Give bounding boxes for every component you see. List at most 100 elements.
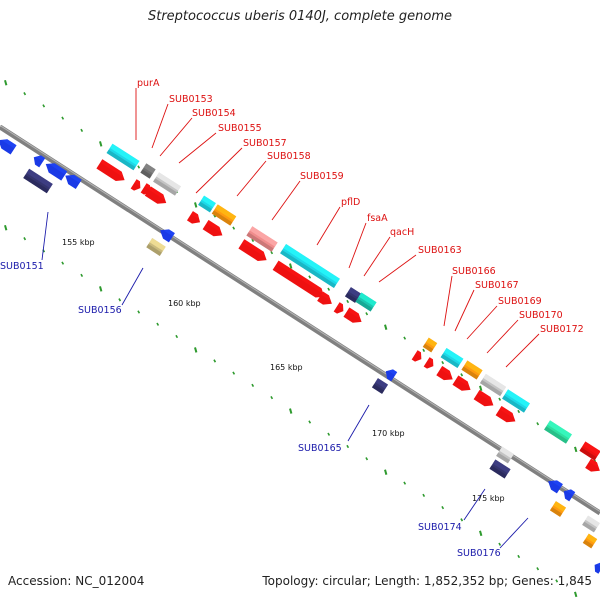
- gene-feature-27: [411, 350, 422, 362]
- gene-feature-47: [549, 501, 567, 517]
- gene-feature-33: [585, 458, 600, 472]
- gene-label-pflD[interactable]: pflD: [341, 197, 360, 208]
- leader-line-19: [463, 488, 486, 521]
- tick-dot-0-26: [498, 397, 502, 401]
- gene-feature-48: [582, 515, 600, 533]
- gene-feature-49: [582, 533, 598, 549]
- leader-line-5: [236, 160, 267, 197]
- tick-dot-1-27: [517, 554, 521, 559]
- gene-label-SUB0174[interactable]: SUB0174: [418, 522, 462, 533]
- tick-dot-0-15: [289, 263, 293, 269]
- tick-dot-1-29: [555, 579, 559, 583]
- tick-dot-1-15: [289, 408, 293, 414]
- tick-dot-1-26: [498, 542, 502, 546]
- gene-feature-45: [548, 480, 563, 494]
- gene-label-SUB0154[interactable]: SUB0154: [192, 108, 236, 119]
- gene-label-SUB0158[interactable]: SUB0158: [267, 151, 311, 162]
- gene-label-SUB0155[interactable]: SUB0155: [218, 123, 262, 134]
- tick-dot-0-30: [574, 446, 578, 453]
- scale-label-175: 175 kbp: [472, 494, 505, 503]
- gene-label-SUB0165[interactable]: SUB0165: [298, 443, 342, 454]
- gene-label-SUB0170[interactable]: SUB0170: [519, 310, 563, 321]
- tick-dot-1-9: [175, 334, 179, 339]
- gene-feature-16: [96, 159, 125, 181]
- tick-dot-0-25: [479, 385, 483, 392]
- tick-dot-0-10: [194, 202, 198, 208]
- gene-feature-25: [333, 302, 344, 314]
- leader-line-7: [316, 206, 341, 246]
- gene-label-purA[interactable]: purA: [137, 78, 160, 89]
- gene-feature-9: [422, 337, 438, 353]
- leader-line-14: [486, 319, 519, 354]
- tick-dot-0-19: [365, 312, 369, 316]
- gene-feature-32: [495, 405, 516, 423]
- leader-line-6: [271, 180, 301, 221]
- tick-dot-1-5: [99, 286, 103, 292]
- map-title: Streptococcus uberis 0140J, complete gen…: [147, 9, 453, 24]
- gene-feature-39: [160, 229, 175, 243]
- tick-dot-1-25: [479, 530, 483, 537]
- gene-feature-14: [544, 420, 572, 444]
- tick-dot-0-2: [42, 104, 46, 108]
- gene-label-SUB0153[interactable]: SUB0153: [169, 94, 213, 105]
- gene-feature-3: [198, 195, 216, 213]
- gene-feature-44: [489, 459, 511, 479]
- tick-dot-0-1: [23, 92, 27, 96]
- gene-feature-1: [140, 163, 156, 179]
- leader-line-18: [347, 404, 370, 442]
- gene-label-SUB0163[interactable]: SUB0163: [418, 245, 462, 256]
- gene-feature-2: [153, 172, 181, 196]
- tick-dot-1-4: [80, 273, 84, 278]
- scale-label-155: 155 kbp: [62, 238, 95, 247]
- tick-dot-0-27: [517, 409, 521, 414]
- gene-feature-15: [579, 441, 600, 461]
- gene-feature-30: [452, 375, 471, 391]
- leader-line-9: [363, 236, 391, 277]
- gene-label-SUB0166[interactable]: SUB0166: [452, 266, 496, 277]
- tick-dot-1-21: [403, 481, 407, 485]
- tick-dot-0-23: [441, 360, 445, 365]
- tick-dot-0-0: [4, 79, 8, 86]
- gene-feature-19: [144, 186, 167, 204]
- gene-label-SUB0151[interactable]: SUB0151: [0, 261, 44, 272]
- tick-dot-0-16: [308, 275, 312, 279]
- gene-feature-12: [479, 373, 507, 397]
- tick-dot-1-22: [422, 493, 426, 498]
- gene-feature-34: [0, 139, 17, 155]
- gene-feature-20: [186, 211, 201, 224]
- gene-label-qacH[interactable]: qacH: [390, 227, 414, 238]
- gene-feature-11: [461, 360, 483, 380]
- tick-dot-1-10: [194, 347, 198, 353]
- leader-line-16: [41, 211, 49, 261]
- gene-label-fsaA[interactable]: fsaA: [367, 213, 388, 224]
- gene-label-SUB0169[interactable]: SUB0169: [498, 296, 542, 307]
- accession-text: Accession: NC_012004: [8, 574, 145, 588]
- tick-dot-1-17: [327, 432, 331, 436]
- tick-dot-1-19: [365, 457, 369, 461]
- tick-dot-1-20: [384, 469, 388, 475]
- gene-feature-35: [33, 155, 46, 168]
- tick-dot-1-28: [536, 567, 540, 571]
- label-leaders: [41, 88, 540, 549]
- leader-line-11: [443, 275, 453, 327]
- gene-feature-29: [436, 366, 453, 381]
- gene-label-SUB0176[interactable]: SUB0176: [457, 548, 501, 559]
- gene-label-SUB0172[interactable]: SUB0172: [540, 324, 584, 335]
- tick-dot-1-14: [270, 395, 274, 400]
- tick-dot-0-13: [251, 238, 255, 243]
- gene-label-SUB0156[interactable]: SUB0156: [78, 305, 122, 316]
- gene-features: [0, 139, 600, 574]
- gene-label-SUB0167[interactable]: SUB0167: [475, 280, 519, 291]
- gene-label-SUB0159[interactable]: SUB0159: [300, 171, 344, 182]
- gene-label-SUB0157[interactable]: SUB0157: [243, 138, 287, 149]
- tick-dot-1-24: [460, 518, 464, 522]
- backbone-line: [0, 124, 600, 516]
- scale-label-165: 165 kbp: [270, 363, 303, 372]
- tick-dot-1-13: [251, 383, 255, 388]
- tick-dot-1-30: [574, 591, 578, 598]
- tick-dot-0-18: [346, 299, 350, 304]
- leader-line-1: [151, 103, 169, 149]
- tick-dot-1-11: [213, 359, 217, 363]
